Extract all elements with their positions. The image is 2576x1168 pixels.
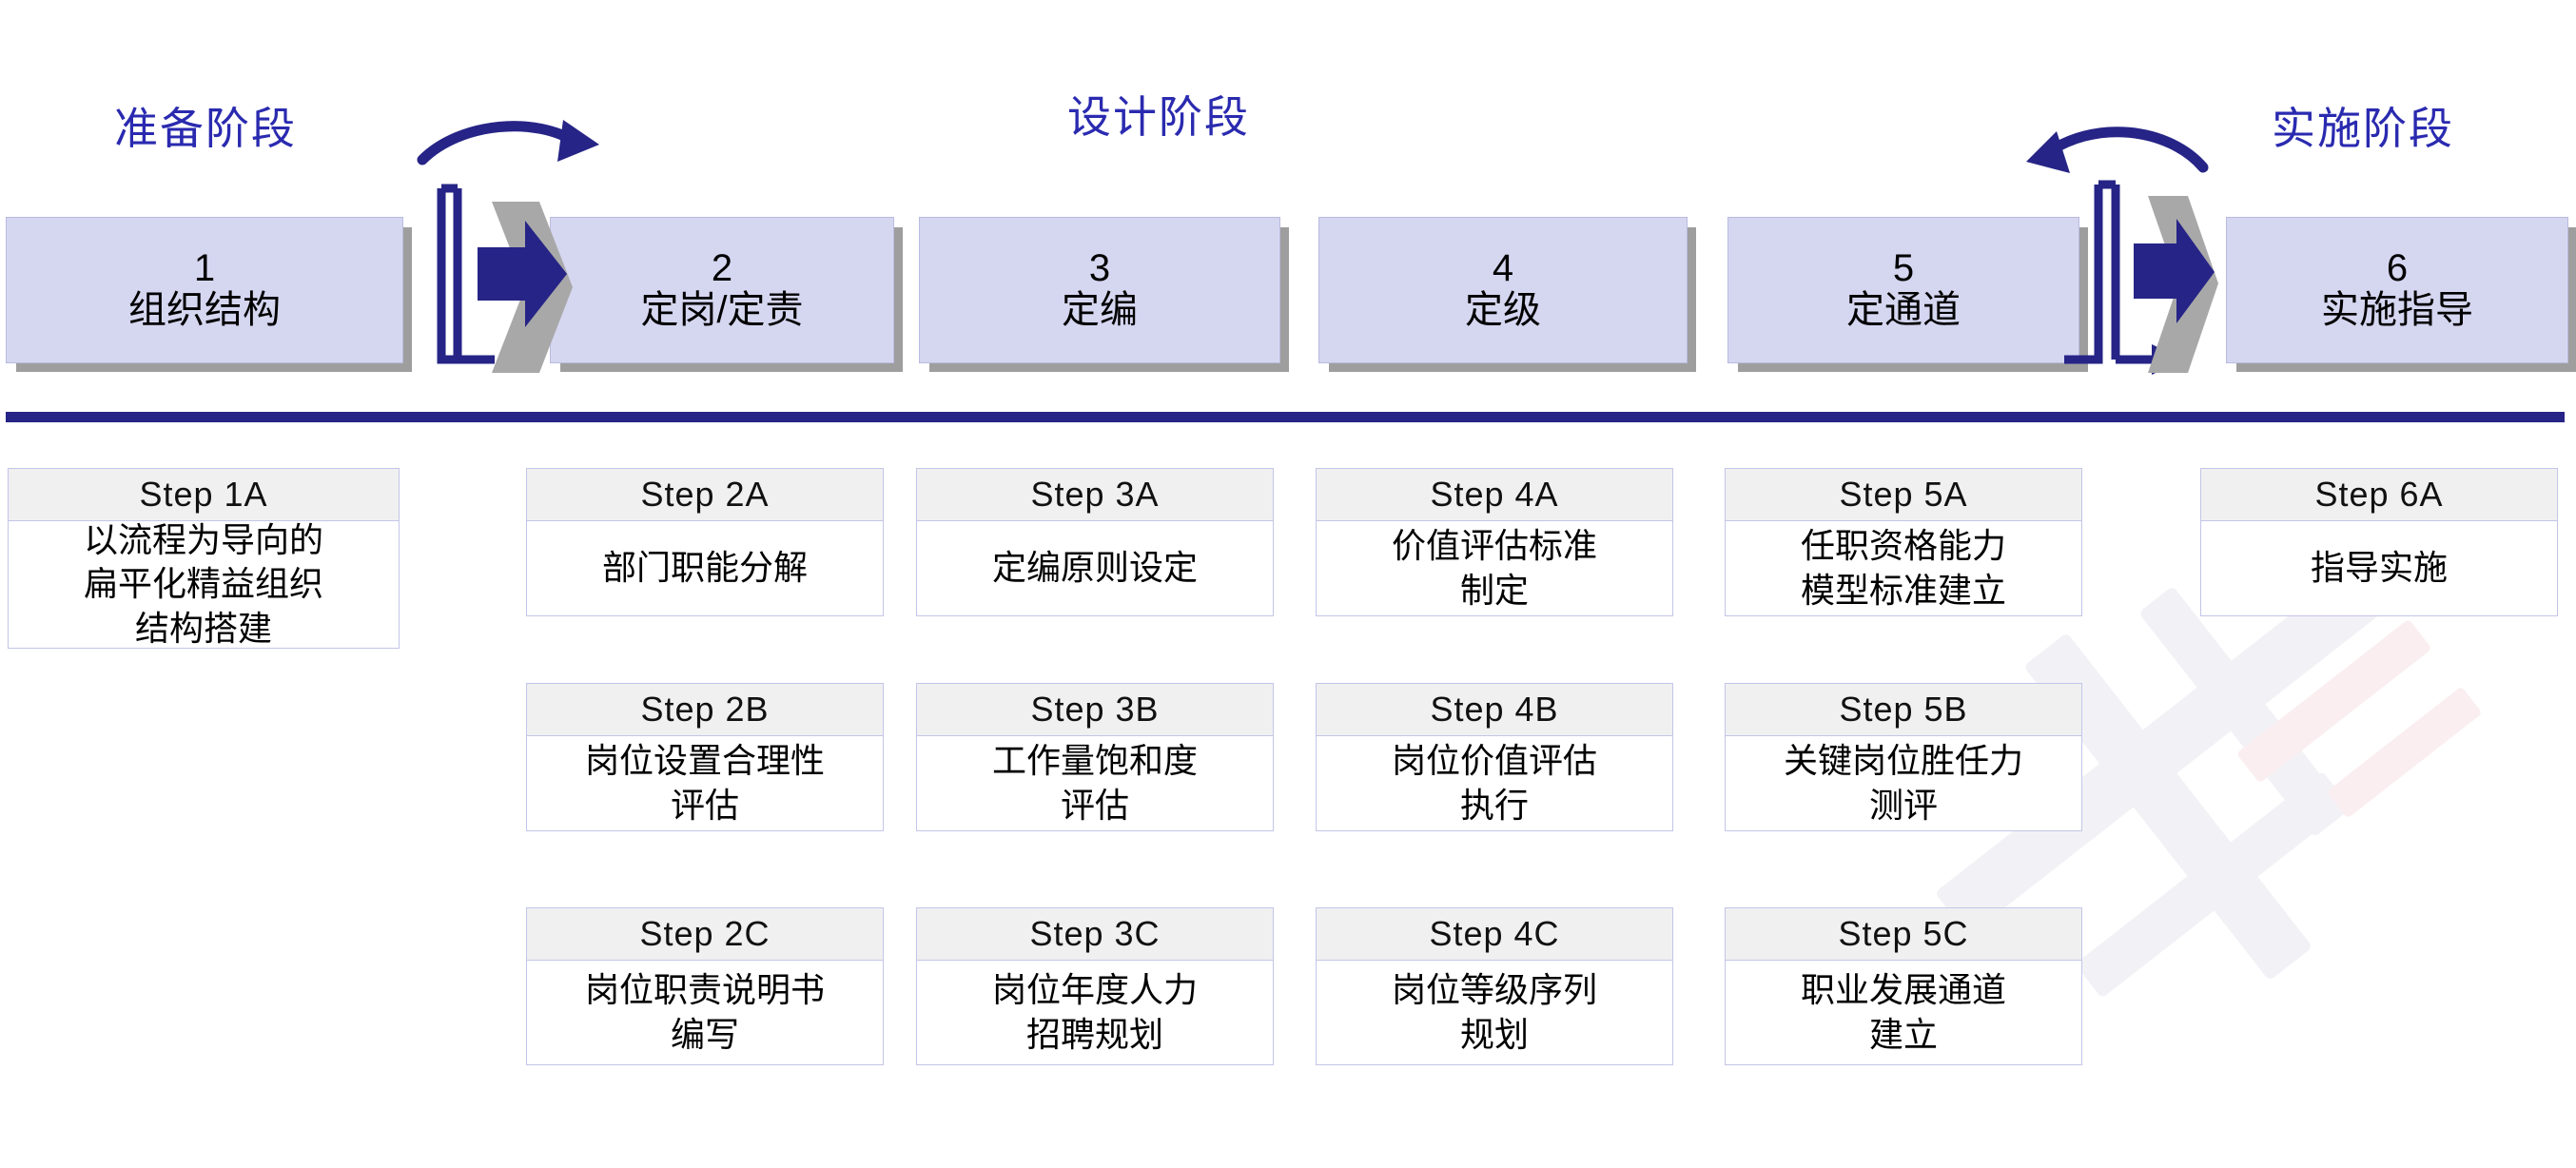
- step-card-body: 价值评估标准 制定: [1316, 521, 1673, 616]
- step-body-line: 建立: [1868, 1014, 1938, 1054]
- stage-title: 组织结构: [128, 289, 281, 331]
- step-card-body: 岗位价值评估 执行: [1316, 736, 1673, 831]
- step-body-line: 任职资格能力: [1800, 526, 2006, 566]
- curved-arrow-right-path: [417, 121, 582, 165]
- stage-number: 6: [2386, 247, 2409, 289]
- step-body-line: 价值评估标准: [1391, 526, 1597, 566]
- step-body-line: 以流程为导向的: [83, 520, 323, 560]
- step-card-body: 岗位等级序列 规划: [1316, 961, 1673, 1065]
- step-body-line: 岗位职责说明书: [584, 970, 825, 1010]
- step-card-5b[interactable]: Step 5B 关键岗位胜任力 测评: [1725, 683, 2082, 831]
- bottom-arrow-head: [2152, 344, 2184, 375]
- step-card-5c[interactable]: Step 5C 职业发展通道 建立: [1725, 907, 2082, 1065]
- step-card-3b[interactable]: Step 3B 工作量饱和度 评估: [916, 683, 1274, 831]
- step-body-line: 工作量饱和度: [991, 741, 1198, 781]
- section-divider: [6, 412, 2565, 422]
- stage-box-6[interactable]: 6 实施指导: [2226, 217, 2568, 363]
- step-card-body: 任职资格能力 模型标准建立: [1725, 521, 2082, 616]
- step-body-line: 指导实施: [2310, 548, 2448, 588]
- block-arrow-right: [2134, 219, 2215, 323]
- step-card-body: 定编原则设定: [916, 521, 1274, 616]
- stage-number: 3: [1088, 247, 1111, 289]
- step-card-body: 部门职能分解: [526, 521, 884, 616]
- phase-label-prepare: 准备阶段: [114, 104, 297, 153]
- step-card-header: Step 3A: [916, 468, 1274, 521]
- step-card-header: Step 4B: [1316, 683, 1673, 736]
- step-card-header: Step 2B: [526, 683, 884, 736]
- step-card-header: Step 4A: [1316, 468, 1673, 521]
- stage-title: 定级: [1465, 289, 1541, 331]
- step-body-line: 结构搭建: [134, 608, 272, 648]
- step-card-4b[interactable]: Step 4B 岗位价值评估 执行: [1316, 683, 1673, 831]
- step-body-line: 规划: [1459, 1014, 1529, 1054]
- step-body-line: 评估: [670, 785, 739, 825]
- step-card-4a[interactable]: Step 4A 价值评估标准 制定: [1316, 468, 1673, 616]
- step-body-line: 测评: [1868, 785, 1938, 825]
- step-body-line: 关键岗位胜任力: [1783, 741, 2023, 781]
- step-body-line: 岗位设置合理性: [584, 741, 825, 781]
- stage-box-3[interactable]: 3 定编: [919, 217, 1280, 363]
- step-card-body: 职业发展通道 建立: [1725, 961, 2082, 1065]
- phase-label-design: 设计阶段: [1067, 92, 1250, 142]
- step-card-1a[interactable]: Step 1A 以流程为导向的 扁平化精益组织 结构搭建: [8, 468, 400, 649]
- step-body-line: 部门职能分解: [601, 548, 808, 588]
- step-card-6a[interactable]: Step 6A 指导实施: [2200, 468, 2558, 616]
- step-card-header: Step 1A: [8, 468, 400, 521]
- stage-box-1[interactable]: 1 组织结构: [6, 217, 403, 363]
- stage-title: 定编: [1062, 289, 1138, 331]
- step-body-line: 模型标准建立: [1800, 570, 2006, 610]
- step-card-2c[interactable]: Step 2C 岗位职责说明书 编写: [526, 907, 884, 1065]
- step-card-4c[interactable]: Step 4C 岗位等级序列 规划: [1316, 907, 1673, 1065]
- stage-title: 定通道: [1846, 289, 1961, 331]
- step-card-header: Step 2C: [526, 907, 884, 961]
- step-body-line: 招聘规划: [1025, 1014, 1163, 1054]
- step-body-line: 编写: [670, 1014, 739, 1054]
- step-card-body: 关键岗位胜任力 测评: [1725, 736, 2082, 831]
- curved-arrow-left-head: [2026, 131, 2070, 173]
- stage-box-4[interactable]: 4 定级: [1318, 217, 1688, 363]
- step-body-line: 岗位年度人力: [991, 970, 1198, 1010]
- stage-title: 实施指导: [2321, 289, 2473, 331]
- stage-title: 定岗/定责: [640, 289, 804, 331]
- step-card-header: Step 3C: [916, 907, 1274, 961]
- step-card-body: 以流程为导向的 扁平化精益组织 结构搭建: [8, 520, 400, 649]
- step-card-body: 岗位设置合理性 评估: [526, 736, 884, 831]
- step-card-header: Step 6A: [2200, 468, 2558, 521]
- step-card-3a[interactable]: Step 3A 定编原则设定: [916, 468, 1274, 616]
- step-card-header: Step 3B: [916, 683, 1274, 736]
- step-body-line: 职业发展通道: [1800, 970, 2006, 1010]
- step-body-line: 执行: [1459, 785, 1529, 825]
- step-card-header: Step 4C: [1316, 907, 1673, 961]
- stage-box-5[interactable]: 5 定通道: [1727, 217, 2079, 363]
- step-card-header: Step 2A: [526, 468, 884, 521]
- step-body-line: 评估: [1060, 785, 1129, 825]
- stage-number: 4: [1492, 247, 1514, 289]
- bracket-outer-line: [437, 188, 495, 364]
- step-card-header: Step 5A: [1725, 468, 2082, 521]
- step-body-line: 制定: [1459, 570, 1529, 610]
- step-card-header: Step 5B: [1725, 683, 2082, 736]
- step-card-5a[interactable]: Step 5A 任职资格能力 模型标准建立: [1725, 468, 2082, 616]
- step-card-header: Step 5C: [1725, 907, 2082, 961]
- step-card-body: 岗位职责说明书 编写: [526, 961, 884, 1065]
- stage-number: 5: [1892, 247, 1915, 289]
- step-card-3c[interactable]: Step 3C 岗位年度人力 招聘规划: [916, 907, 1274, 1065]
- curved-arrow-right-head: [557, 120, 599, 162]
- step-body-line: 扁平化精益组织: [83, 564, 323, 604]
- step-card-2b[interactable]: Step 2B 岗位设置合理性 评估: [526, 683, 884, 831]
- step-card-2a[interactable]: Step 2A 部门职能分解: [526, 468, 884, 616]
- step-card-body: 指导实施: [2200, 521, 2558, 616]
- step-body-line: 定编原则设定: [991, 548, 1198, 588]
- step-body-line: 岗位等级序列: [1391, 970, 1597, 1010]
- stage-number: 2: [711, 247, 733, 289]
- stage-box-2[interactable]: 2 定岗/定责: [550, 217, 894, 363]
- phase-label-implement: 实施阶段: [2272, 104, 2454, 153]
- block-arrow-shadow: [2148, 196, 2218, 373]
- step-body-line: 岗位价值评估: [1391, 741, 1597, 781]
- step-card-body: 工作量饱和度 评估: [916, 736, 1274, 831]
- curved-arrow-left-path: [2038, 127, 2209, 173]
- stage-number: 1: [193, 247, 216, 289]
- step-card-body: 岗位年度人力 招聘规划: [916, 961, 1274, 1065]
